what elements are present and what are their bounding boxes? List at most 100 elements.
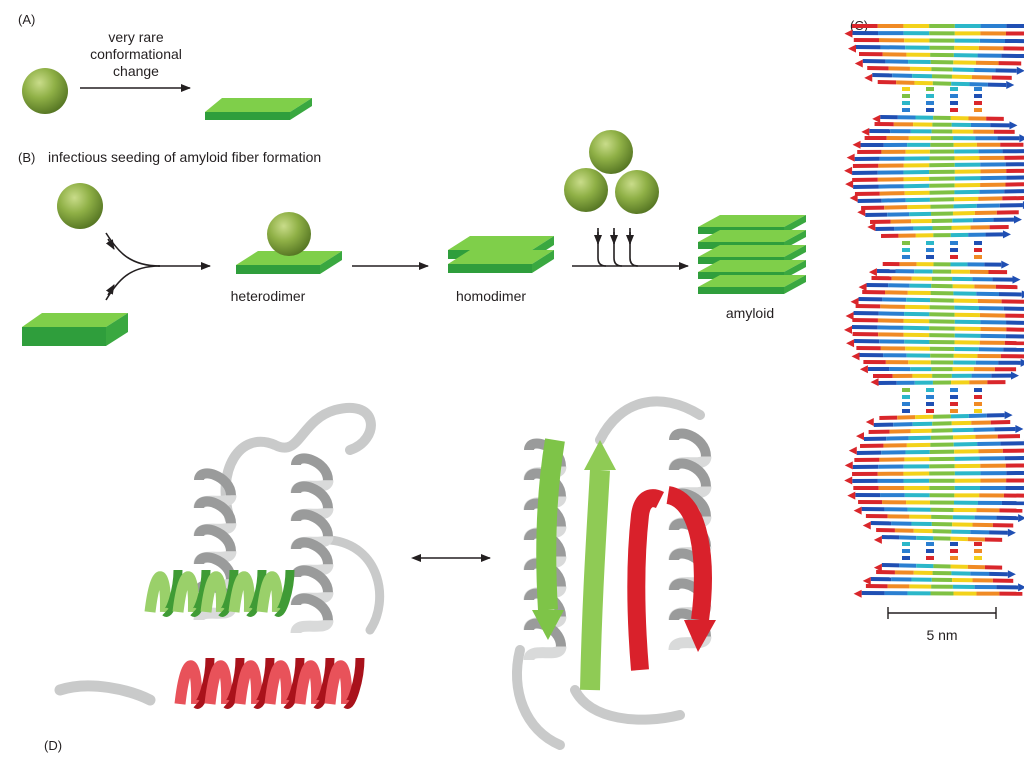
fiber-strand xyxy=(868,268,1008,277)
fiber-strand xyxy=(876,528,1016,537)
fiber-strand xyxy=(882,260,1010,269)
red-beta-strand-2 xyxy=(665,486,716,652)
fiber-strand xyxy=(902,108,982,112)
incoming-sheet xyxy=(22,313,128,346)
panel-b-title: infectious seeding of amyloid fiber form… xyxy=(48,149,321,165)
fiber-strand xyxy=(844,29,1024,38)
panel-c: (C) 5 nm xyxy=(844,18,1024,643)
fiber-strand xyxy=(902,556,982,560)
incoming-native-sphere xyxy=(57,183,103,229)
fiber-strand xyxy=(852,140,1024,149)
fiber-strand xyxy=(873,371,1019,380)
fiber-strand xyxy=(867,66,1024,75)
fiber-strand xyxy=(862,521,1014,530)
scale-bar xyxy=(887,607,997,619)
fiber-strand xyxy=(877,80,1015,89)
fiber-strand xyxy=(867,222,1009,231)
fiber-strand xyxy=(858,500,1024,506)
fiber-strand xyxy=(849,194,1024,203)
fiber-strand xyxy=(902,248,982,252)
fiber-strand xyxy=(853,589,1023,598)
fiber-strand xyxy=(902,542,982,546)
fiber-strand xyxy=(881,230,1011,239)
fiber-strand xyxy=(859,365,1017,374)
fiber-strand xyxy=(874,121,1018,130)
fiber-strand xyxy=(847,44,1024,53)
red-helix xyxy=(174,657,365,709)
fiber-strand xyxy=(902,101,982,105)
fiber-strand xyxy=(846,339,1024,348)
panel-d: (D) xyxy=(44,396,716,753)
misfolded-sheet xyxy=(205,98,312,120)
fiber-strand xyxy=(852,318,1024,325)
panel-d-label: (D) xyxy=(44,738,62,753)
fiber-strand xyxy=(862,576,1014,585)
fiber-strand xyxy=(845,311,1024,320)
fiber-strand xyxy=(857,149,1024,154)
fiber-strand xyxy=(879,411,1013,420)
fiber-strand xyxy=(847,491,1024,500)
green-beta-strand-1 xyxy=(532,438,565,640)
fiber-strand xyxy=(846,153,1024,162)
fiber-strand xyxy=(863,358,1024,367)
fiber-strand xyxy=(851,352,1024,361)
merge-arrow-top xyxy=(105,232,161,267)
panel-a: (A) very rare conformational change xyxy=(18,12,312,120)
red-beta-strand-1 xyxy=(627,489,665,671)
heterodimer-label: heterodimer xyxy=(231,288,306,304)
fiber-strand xyxy=(864,134,1024,143)
fiber-strand xyxy=(902,409,982,413)
fiber-strand xyxy=(852,162,1024,168)
fiber-strand xyxy=(854,456,1024,462)
fiber-strand xyxy=(844,476,1024,485)
amyloid-sheet xyxy=(698,275,806,294)
fiber-strand xyxy=(902,402,982,406)
fiber-strand xyxy=(902,241,982,245)
fiber-strand xyxy=(864,73,1012,82)
fiber-strand xyxy=(852,175,1024,182)
amyloid-fiber-model xyxy=(844,24,1024,598)
fiber-strand xyxy=(861,201,1024,210)
fiber-strand xyxy=(858,283,1018,292)
fiber-strand xyxy=(852,24,1024,28)
green-beta-strand-2 xyxy=(580,440,616,691)
fiber-strand xyxy=(856,346,1024,352)
arrow-text-line-3: change xyxy=(113,63,159,79)
fiber-strand xyxy=(855,432,1021,441)
fiber-strand xyxy=(876,570,1016,579)
fiber-strand xyxy=(853,38,1024,44)
fiber-strand xyxy=(868,425,1024,434)
fiber-strand xyxy=(844,166,1024,175)
fiber-strand xyxy=(902,388,982,392)
amyloid-stack xyxy=(698,215,806,294)
green-helix xyxy=(144,569,295,617)
fiber-strand xyxy=(852,470,1024,476)
recruited-spheres xyxy=(564,130,659,214)
fiber-strand xyxy=(844,461,1024,470)
fiber-strand xyxy=(853,506,1023,515)
fiber-strand xyxy=(850,297,1024,306)
homodimer-graphic xyxy=(448,236,554,273)
scale-bar-label: 5 nm xyxy=(926,627,957,643)
arrow-text-line-2: conformational xyxy=(90,46,182,62)
fiber-strand xyxy=(852,332,1024,339)
fiber-strand xyxy=(872,114,1004,123)
arrow-text-line-1: very rare xyxy=(108,29,163,45)
fiber-strand xyxy=(902,395,982,399)
fiber-strand xyxy=(870,378,1006,387)
fiber-strand xyxy=(902,255,982,259)
fiber-strand xyxy=(854,189,1024,196)
fiber-strand xyxy=(873,535,1003,544)
fiber-strand xyxy=(870,215,1022,224)
recruitment-arrows xyxy=(572,228,689,270)
fiber-strand xyxy=(859,52,1024,59)
merge-arrow-bottom xyxy=(105,265,161,301)
fiber-strand xyxy=(854,59,1022,68)
homodimer-label: homodimer xyxy=(456,288,526,304)
native-protein-sphere xyxy=(22,68,68,114)
fiber-strand xyxy=(844,325,1024,334)
fiber-strand xyxy=(871,275,1021,284)
heterodimer-graphic xyxy=(236,212,342,274)
fiber-strand xyxy=(848,446,1024,455)
